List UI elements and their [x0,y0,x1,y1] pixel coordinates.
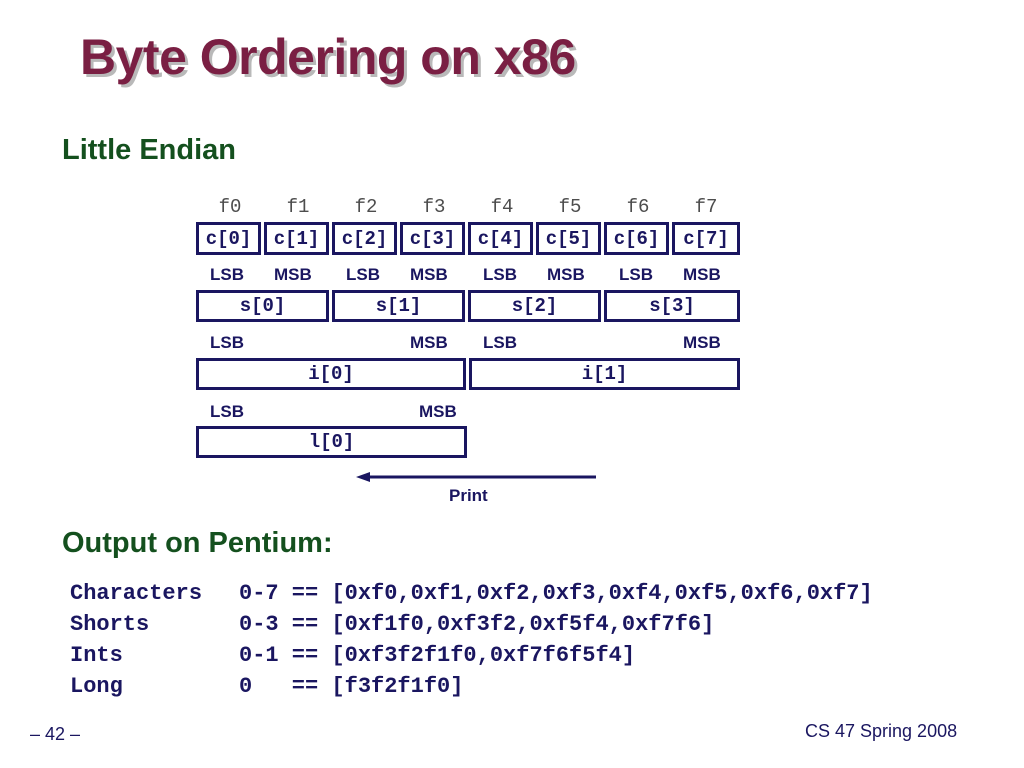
msb-label: MSB [274,265,312,284]
char-cell: c[1] [264,222,329,255]
char-cell: c[0] [196,222,261,255]
output-heading: Output on Pentium: [62,527,333,559]
lsb-label: LSB [483,265,517,284]
slide-title: Byte Ordering on x86 [80,29,576,85]
output-line-label: Long [70,674,123,699]
int-cell: i[0] [196,358,466,390]
output-listing: Characters 0-7 == [0xf0,0xf1,0xf2,0xf3,0… [70,578,873,702]
msb-label: MSB [410,265,448,284]
course-footer: CS 47 Spring 2008 [805,721,958,741]
lsb-label: LSB [210,402,244,421]
output-line: Shorts 0-3 == [0xf1f0,0xf3f2,0xf5f4,0xf7… [70,609,873,640]
output-line-value: 0-7 == [0xf0,0xf1,0xf2,0xf3,0xf4,0xf5,0x… [239,581,873,606]
char-cell: c[2] [332,222,397,255]
short-cell: s[0] [196,290,329,322]
lsb-label: LSB [210,333,244,352]
page-number: – 42 – [30,724,81,744]
output-line-label: Shorts [70,612,150,637]
msb-label: MSB [683,333,721,352]
int-cell: i[1] [469,358,740,390]
short-cell: s[2] [468,290,601,322]
lsb-label: LSB [210,265,244,284]
output-line: Characters 0-7 == [0xf0,0xf1,0xf2,0xf3,0… [70,578,873,609]
char-cell: c[3] [400,222,465,255]
lsb-label: LSB [346,265,380,284]
msb-label: MSB [547,265,585,284]
output-line-value: 0-1 == [0xf3f2f1f0,0xf7f6f5f4] [239,643,636,668]
print-label: Print [449,486,488,505]
long-cell: l[0] [196,426,467,458]
address-label: f6 [626,196,650,218]
address-label: f1 [286,196,310,218]
output-line-label: Ints [70,643,123,668]
output-line-value: 0-3 == [0xf1f0,0xf3f2,0xf5f4,0xf7f6] [239,612,715,637]
address-label: f4 [490,196,514,218]
output-line-value: 0 == [f3f2f1f0] [239,674,464,699]
lsb-label: LSB [619,265,653,284]
char-cell: c[4] [468,222,533,255]
address-label: f3 [422,196,446,218]
msb-label: MSB [410,333,448,352]
lsb-label: LSB [483,333,517,352]
output-line: Long 0 == [f3f2f1f0] [70,671,873,702]
char-cell: c[7] [672,222,740,255]
print-direction-arrow-icon [356,472,596,482]
address-label: f5 [558,196,582,218]
output-line-label: Characters [70,581,203,606]
char-cell: c[5] [536,222,601,255]
char-cell: c[6] [604,222,669,255]
address-label: f2 [354,196,378,218]
msb-label: MSB [419,402,457,421]
msb-label: MSB [683,265,721,284]
output-line: Ints 0-1 == [0xf3f2f1f0,0xf7f6f5f4] [70,640,873,671]
short-cell: s[3] [604,290,740,322]
address-label: f7 [694,196,718,218]
address-label: f0 [218,196,242,218]
little-endian-heading: Little Endian [62,134,236,166]
short-cell: s[1] [332,290,465,322]
